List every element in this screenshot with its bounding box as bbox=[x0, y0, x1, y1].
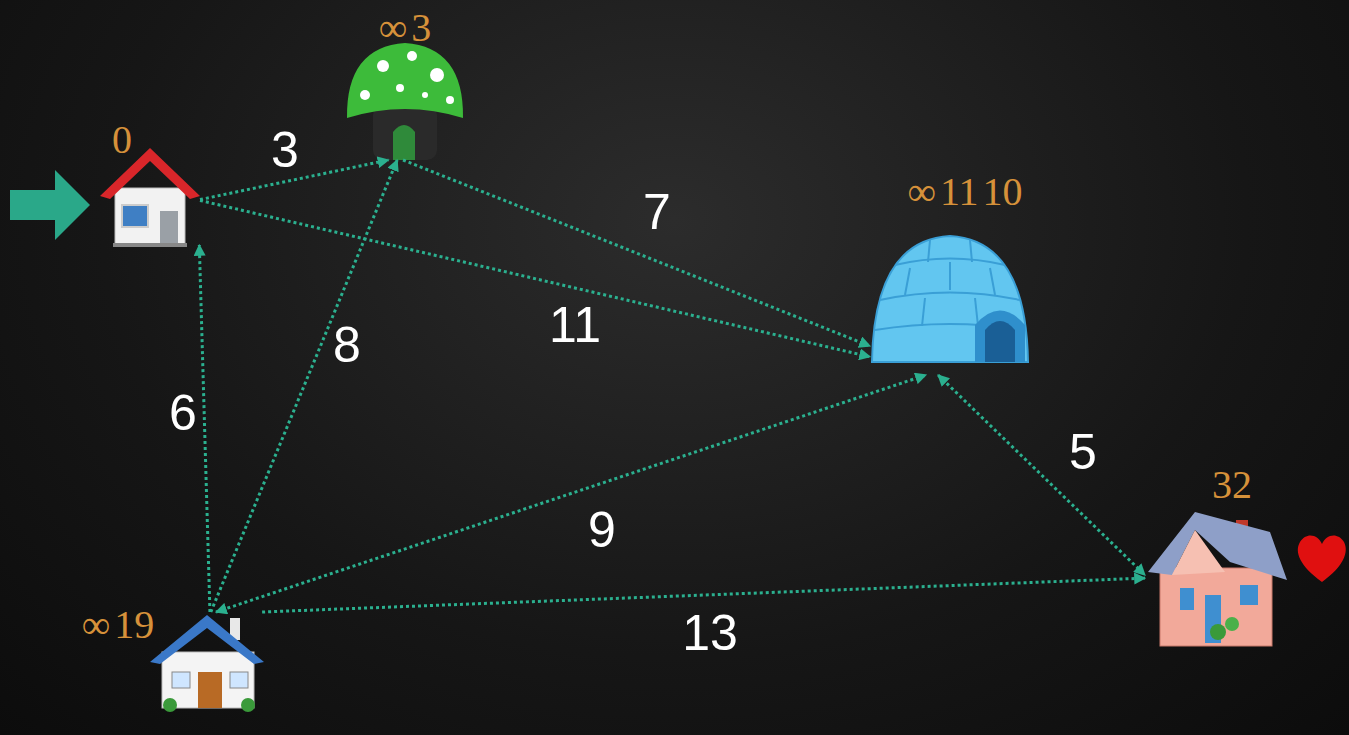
edge-connector bbox=[262, 578, 1145, 612]
edge-connector bbox=[216, 375, 926, 612]
edge-weight: 3 bbox=[271, 125, 299, 175]
distance-value: 3 bbox=[411, 8, 431, 48]
pink-house-icon bbox=[1148, 512, 1287, 646]
distance-value: ∞ bbox=[907, 172, 936, 212]
distance-value: 11 bbox=[940, 172, 979, 212]
distance-value: 19 bbox=[114, 605, 154, 645]
edge-weight: 5 bbox=[1069, 427, 1097, 477]
distance-value: 32 bbox=[1212, 465, 1252, 505]
distance-value: ∞ bbox=[379, 8, 408, 48]
distance-value: ∞ bbox=[82, 605, 111, 645]
red-house-icon bbox=[100, 148, 200, 247]
distance-label: 0 bbox=[112, 120, 132, 160]
edge-connector bbox=[403, 160, 870, 346]
edge-weight: 8 bbox=[333, 320, 361, 370]
distance-label: ∞3 bbox=[379, 8, 432, 48]
blue-house-icon bbox=[150, 615, 264, 712]
house-node: 32 bbox=[1145, 505, 1285, 650]
edge-connector bbox=[199, 245, 210, 612]
igloo-icon bbox=[872, 236, 1028, 362]
house-node: ∞3 bbox=[345, 55, 460, 160]
house-node: ∞1110 bbox=[870, 225, 1030, 375]
edge-connector bbox=[211, 160, 397, 612]
mushroom-house-icon bbox=[347, 43, 463, 160]
heart-symbol bbox=[1298, 535, 1346, 582]
edge-connector bbox=[938, 375, 1145, 575]
house-node: 0 bbox=[100, 145, 200, 245]
distance-label: 32 bbox=[1212, 465, 1252, 505]
edge-weight: 11 bbox=[549, 300, 601, 350]
edge-weight: 9 bbox=[588, 505, 616, 555]
start-arrow bbox=[10, 170, 90, 240]
edge-weight: 7 bbox=[643, 187, 671, 237]
distance-value: 0 bbox=[112, 120, 132, 160]
distance-value: 10 bbox=[983, 172, 1023, 212]
edge-weight: 6 bbox=[169, 388, 197, 438]
edge-connector bbox=[200, 200, 870, 356]
distance-label: ∞19 bbox=[82, 605, 155, 645]
house-node: ∞19 bbox=[150, 612, 265, 710]
edge-weight: 13 bbox=[682, 608, 738, 658]
distance-label: ∞1110 bbox=[907, 172, 1022, 212]
